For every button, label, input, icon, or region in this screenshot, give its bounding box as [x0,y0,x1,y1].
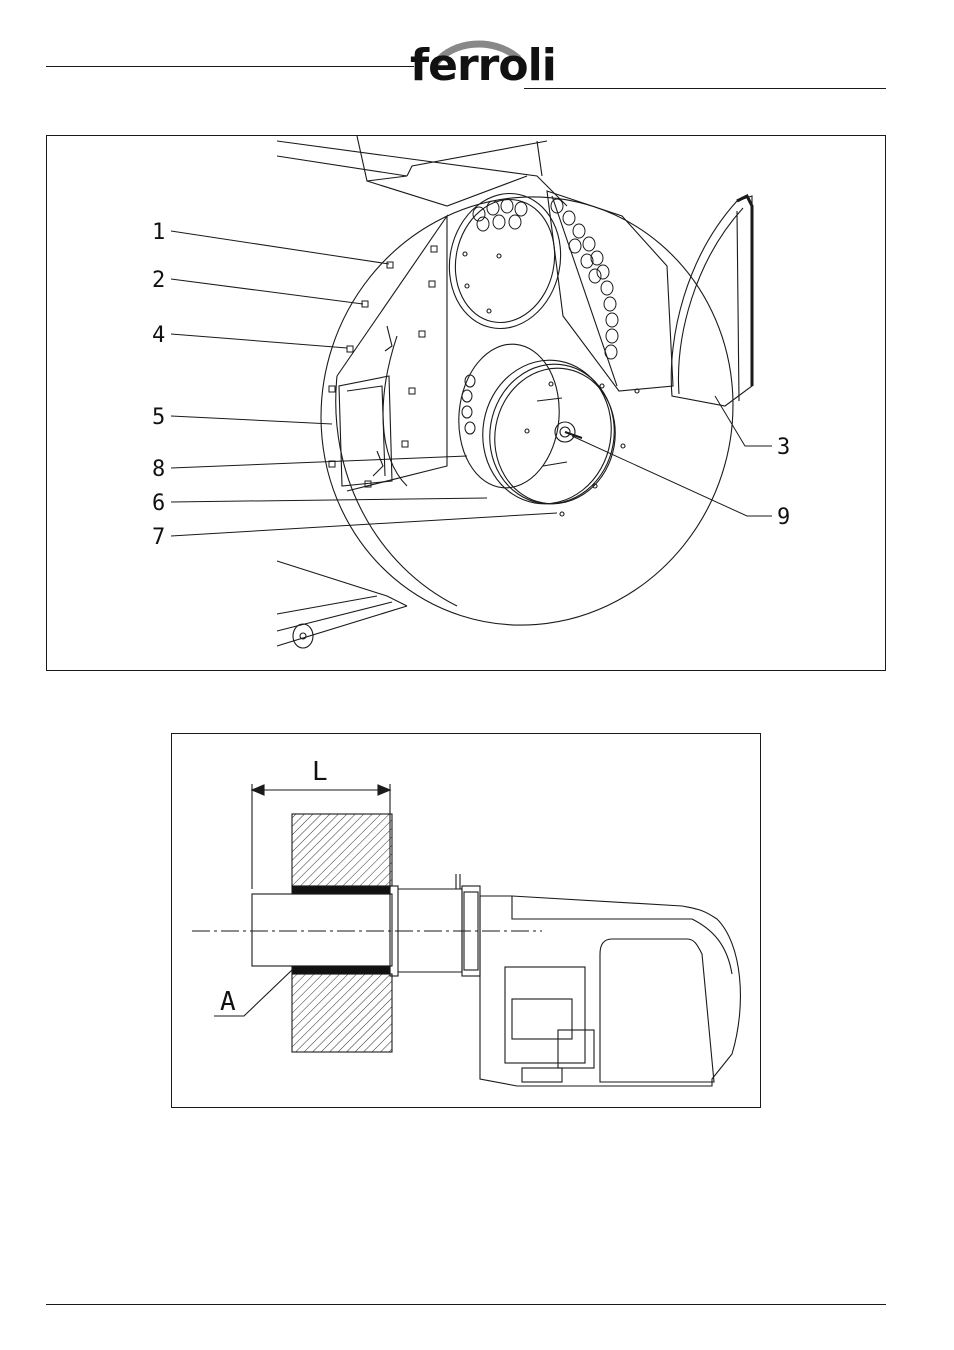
figure-boiler-door: 1 2 4 5 8 6 7 3 9 [46,135,886,671]
callout-4: 4 [152,323,165,348]
leader-4 [171,334,347,348]
burner-mounting-drawing: L A [172,734,760,1107]
callout-5: 5 [152,405,165,430]
part-label-a: A [220,987,236,1017]
callout-1: 1 [152,220,165,245]
figure-burner-mounting: L A [171,733,761,1108]
leader-5 [171,416,332,424]
dimension-label-l: L [312,757,328,787]
leader-7 [171,513,557,536]
footer-rule [46,1304,886,1305]
leader-1 [171,231,389,264]
leader-6 [171,498,487,502]
callout-8: 8 [152,457,165,482]
callout-6: 6 [152,491,165,516]
header-rule-left [46,66,414,67]
leader-8 [171,456,467,468]
callout-2: 2 [152,268,165,293]
brand-name: ferroli [410,44,556,88]
callout-3: 3 [777,435,790,460]
leader-3 [715,396,772,446]
leader-2 [171,279,363,304]
callout-9: 9 [777,505,790,530]
callout-7: 7 [152,525,165,550]
boiler-door-drawing: 1 2 4 5 8 6 7 3 9 [47,136,885,670]
header-rule-right [524,88,886,89]
